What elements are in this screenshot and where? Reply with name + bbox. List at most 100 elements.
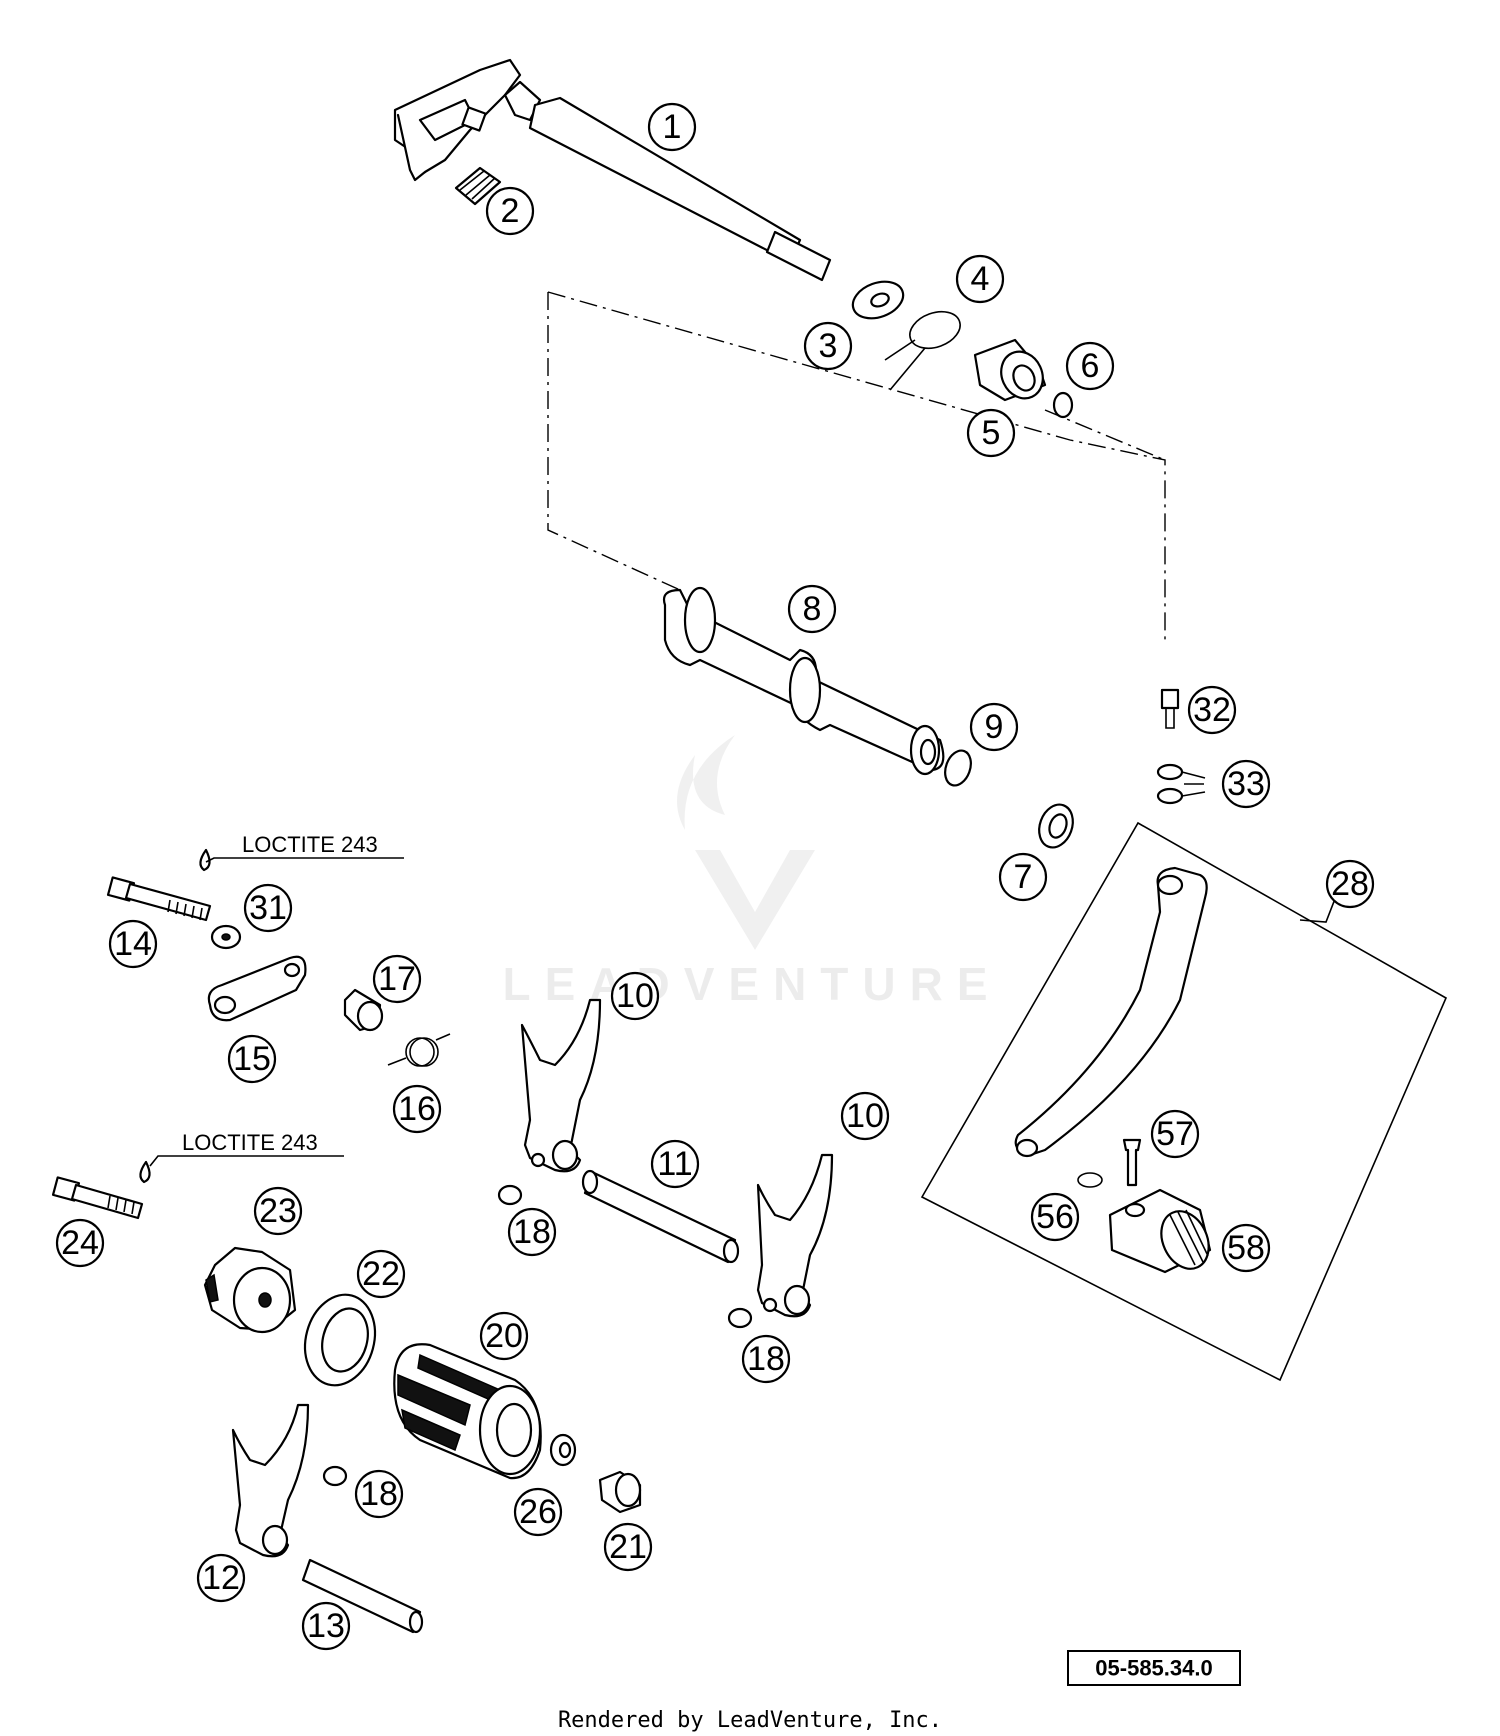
- callout-28: 28: [1325, 859, 1375, 909]
- svg-text:18: 18: [513, 1213, 551, 1251]
- reference-code-box: 05-585.34.0: [1067, 1650, 1241, 1686]
- washer-part-26: [549, 1433, 577, 1467]
- seal-part: [1038, 803, 1074, 849]
- shift-fork-part-10-upper: [520, 998, 602, 1173]
- svg-text:2: 2: [501, 192, 520, 230]
- svg-text:57: 57: [1156, 1115, 1194, 1153]
- shift-shaft-long-part: [662, 586, 945, 776]
- callout-8: 8: [787, 584, 837, 634]
- callout-18-a: 18: [507, 1207, 557, 1257]
- callout-2: 2: [485, 186, 535, 236]
- svg-text:18: 18: [747, 1340, 785, 1378]
- bolt-part-24: [51, 1176, 144, 1220]
- locking-lever-part: [207, 955, 307, 1022]
- fork-rod-part-13: [301, 1558, 424, 1634]
- bushing-part-18a: [497, 1184, 523, 1206]
- screw-part-32: [1160, 688, 1180, 729]
- reference-code: 05-585.34.0: [1095, 1656, 1212, 1681]
- watermark-text: LEADVENTURE: [502, 958, 1001, 1010]
- svg-text:4: 4: [971, 260, 990, 298]
- shift-lever-assembly-box: [920, 821, 1448, 1382]
- roller-part-17: [343, 988, 384, 1032]
- loctite-drop-lower: [139, 1160, 151, 1184]
- svg-text:21: 21: [609, 1528, 647, 1566]
- washer-part-31: [210, 924, 242, 950]
- svg-text:58: 58: [1227, 1229, 1265, 1267]
- shift-drum-part-20: [393, 1343, 542, 1480]
- callout-16: 16: [392, 1084, 442, 1134]
- shift-fork-part-10-lower: [756, 1153, 834, 1318]
- svg-text:12: 12: [202, 1559, 240, 1597]
- o-ring-part: [1052, 391, 1074, 419]
- svg-text:15: 15: [233, 1040, 271, 1078]
- loctite-note-upper: LOCTITE 243: [205, 832, 404, 863]
- svg-text:7: 7: [1014, 858, 1033, 896]
- svg-text:22: 22: [362, 1255, 400, 1293]
- callout-21: 21: [603, 1522, 653, 1572]
- callout-20: 20: [479, 1311, 529, 1361]
- callout-3: 3: [803, 321, 853, 371]
- footer-credit: Rendered by LeadVenture, Inc.: [558, 1708, 942, 1733]
- callout-58: 58: [1221, 1223, 1271, 1273]
- bolt-part-14: [106, 876, 212, 922]
- callout-18-b: 18: [741, 1334, 791, 1384]
- callout-22: 22: [356, 1249, 406, 1299]
- nuts-part-33: [1156, 763, 1206, 805]
- callout-7: 7: [998, 852, 1048, 902]
- clip-spring-part: [884, 310, 961, 391]
- svg-text:1: 1: [663, 108, 682, 146]
- callout-32: 32: [1187, 685, 1237, 735]
- torsion-spring-part-16: [387, 1033, 451, 1067]
- svg-text:8: 8: [803, 590, 822, 628]
- callout-57: 57: [1150, 1109, 1200, 1159]
- svg-text:5: 5: [982, 414, 1001, 452]
- svg-text:3: 3: [819, 327, 838, 365]
- washer-part: [851, 280, 905, 320]
- svg-text:10: 10: [846, 1097, 884, 1135]
- svg-text:16: 16: [398, 1090, 436, 1128]
- svg-text:26: 26: [519, 1493, 557, 1531]
- bearing-part-22: [303, 1293, 377, 1387]
- callout-17: 17: [372, 954, 422, 1004]
- bushing-part: [973, 338, 1047, 402]
- svg-text:56: 56: [1036, 1198, 1074, 1236]
- bushing-part-18c: [322, 1465, 348, 1487]
- callout-11: 11: [650, 1139, 700, 1189]
- ring-part-9: [944, 749, 972, 787]
- callout-31: 31: [243, 883, 293, 933]
- svg-text:23: 23: [259, 1192, 297, 1230]
- shift-shaft-part: [393, 58, 832, 282]
- callout-4: 4: [955, 254, 1005, 304]
- svg-text:33: 33: [1227, 765, 1265, 803]
- svg-text:18: 18: [360, 1475, 398, 1513]
- spring-part: [454, 166, 502, 206]
- svg-text:32: 32: [1193, 691, 1231, 729]
- callout-9: 9: [969, 702, 1019, 752]
- callout-15: 15: [227, 1034, 277, 1084]
- svg-text:6: 6: [1081, 347, 1100, 385]
- callout-18-c: 18: [354, 1469, 404, 1519]
- svg-text:11: 11: [657, 1145, 692, 1183]
- svg-text:9: 9: [985, 708, 1004, 746]
- bushing-part-18b: [727, 1307, 753, 1329]
- fork-rod-part-11: [581, 1169, 740, 1264]
- svg-text:24: 24: [61, 1224, 99, 1262]
- svg-text:14: 14: [114, 925, 152, 963]
- svg-text:20: 20: [485, 1317, 523, 1355]
- callout-26: 26: [513, 1487, 563, 1537]
- svg-text:10: 10: [616, 977, 654, 1015]
- callout-6: 6: [1065, 341, 1115, 391]
- svg-text:28: 28: [1331, 865, 1369, 903]
- shift-fork-part-12: [231, 1403, 310, 1558]
- leadventure-watermark: LEADVENTURE: [502, 735, 1001, 1010]
- loctite-note-lower: LOCTITE 243: [149, 1130, 344, 1167]
- callout-10-upper: 10: [610, 971, 660, 1021]
- callout-13: 13: [301, 1601, 351, 1651]
- loctite-label-upper: LOCTITE 243: [242, 832, 378, 857]
- callout-12: 12: [196, 1553, 246, 1603]
- loctite-drop-upper: [199, 848, 211, 872]
- bearing-part-21: [598, 1470, 642, 1514]
- svg-text:31: 31: [249, 889, 287, 927]
- svg-text:13: 13: [307, 1607, 345, 1645]
